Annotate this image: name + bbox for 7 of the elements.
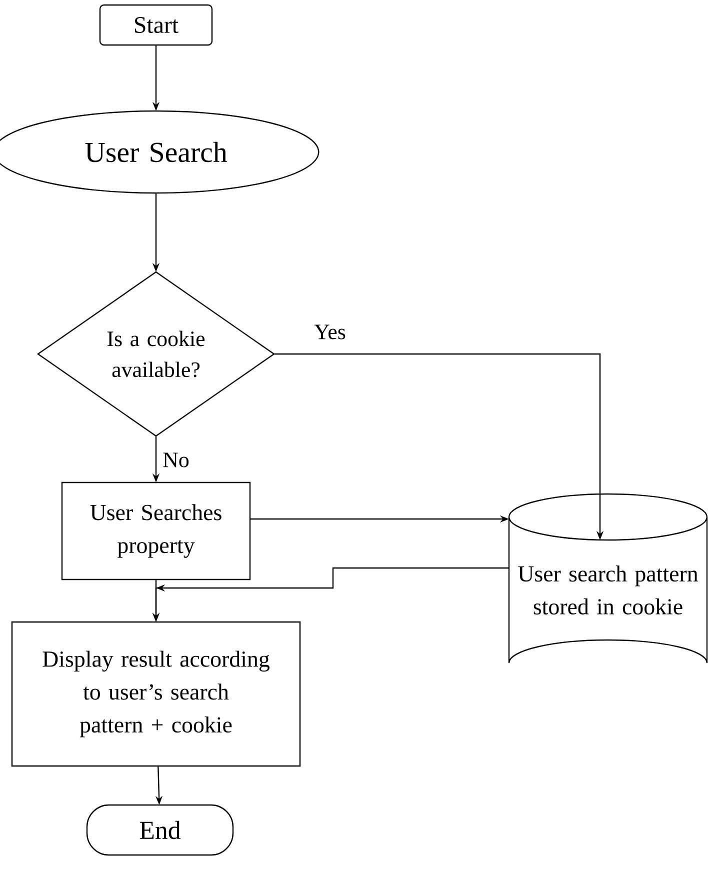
process-box: User Searches property: [61, 482, 251, 580]
start-terminal: Start: [99, 4, 213, 46]
edge-label: No: [162, 452, 190, 468]
process-box: Display result according to user’s search pattern + cookie: [11, 621, 301, 767]
end-terminal: End: [86, 804, 234, 856]
edge-label: Yes: [313, 324, 347, 340]
database-cylinder: User search pattern stored in cookie: [508, 493, 708, 664]
